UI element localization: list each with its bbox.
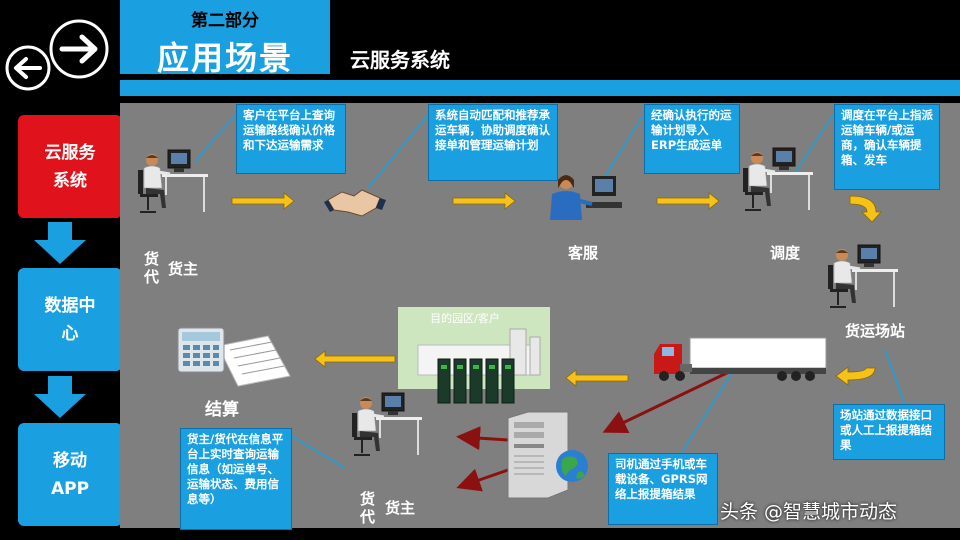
step-box-dispatch-assign: 调度在平台上指派运输车辆/或运商，确认车辆提箱、发车 (834, 104, 940, 190)
label-settlement: 结算 (205, 400, 239, 420)
down-arrow-icon (34, 376, 86, 418)
sidebar-item-cloud-service[interactable]: 云服务系统 (18, 115, 122, 218)
step-box-erp-import: 经确认执行的运输计划导入ERP生成运单 (644, 104, 740, 174)
label-huozhu-bottom: 货主 (385, 499, 416, 517)
step-box-station-report: 场站通过数据接口或人工上报提箱结果 (833, 404, 945, 460)
shipper-person-bottom-icon (350, 391, 424, 457)
label-destination: 目的园区/客户 (430, 312, 500, 325)
sidebar-item-label: 云服务系统 (44, 142, 96, 191)
part-label: 第二部分 (191, 11, 259, 31)
step-box-system-match: 系统自动匹配和推荐承运车辆，协助调度确认接单和管理运输计划 (428, 104, 558, 181)
label-huodai-top: 货代 (144, 250, 160, 286)
sidebar-item-data-center[interactable]: 数据中心 (18, 268, 122, 371)
server-icon (507, 411, 569, 499)
forward-arrow-icon[interactable] (48, 18, 110, 80)
dispatcher-person-icon (741, 146, 815, 212)
header-bar (120, 80, 960, 96)
label-huozhu-top: 货主 (168, 260, 199, 278)
label-kefu: 客服 (568, 244, 599, 262)
label-freight-station: 货运场站 (845, 322, 906, 340)
main-title: 应用场景 (156, 39, 293, 77)
globe-icon (556, 450, 588, 482)
step-box-customer-query: 客户在平台上查询运输路线确认价格和下达运输需求 (236, 104, 346, 174)
truck-icon (654, 337, 827, 381)
sidebar-item-label: 移动APP (50, 450, 90, 499)
label-huodai-bottom: 货代 (360, 490, 376, 526)
warehouse-icon (398, 307, 550, 404)
back-arrow-icon[interactable] (4, 44, 52, 92)
sidebar-item-mobile-app[interactable]: 移动APP (18, 423, 122, 526)
title-box: 第二部分 应用场景 (120, 0, 330, 77)
page-subtitle: 云服务系统 (350, 48, 450, 72)
step-box-realtime-query: 货主/货代在信息平台上实时查询运输信息（如运单号、运输状态、费用信息等） (180, 428, 292, 530)
settlement-calculator-icon (177, 327, 291, 387)
customer-service-icon (550, 175, 622, 220)
step-box-driver-report: 司机通过手机或车载设备、GPRS网络上报提箱结果 (608, 453, 718, 525)
down-arrow-icon (34, 222, 86, 264)
freight-station-person-icon (826, 243, 900, 309)
sidebar-item-label: 数据中心 (44, 295, 96, 344)
label-diaodu: 调度 (770, 244, 801, 262)
watermark: 头条 @智慧城市动态 (720, 501, 898, 523)
handshake-icon (324, 189, 386, 217)
